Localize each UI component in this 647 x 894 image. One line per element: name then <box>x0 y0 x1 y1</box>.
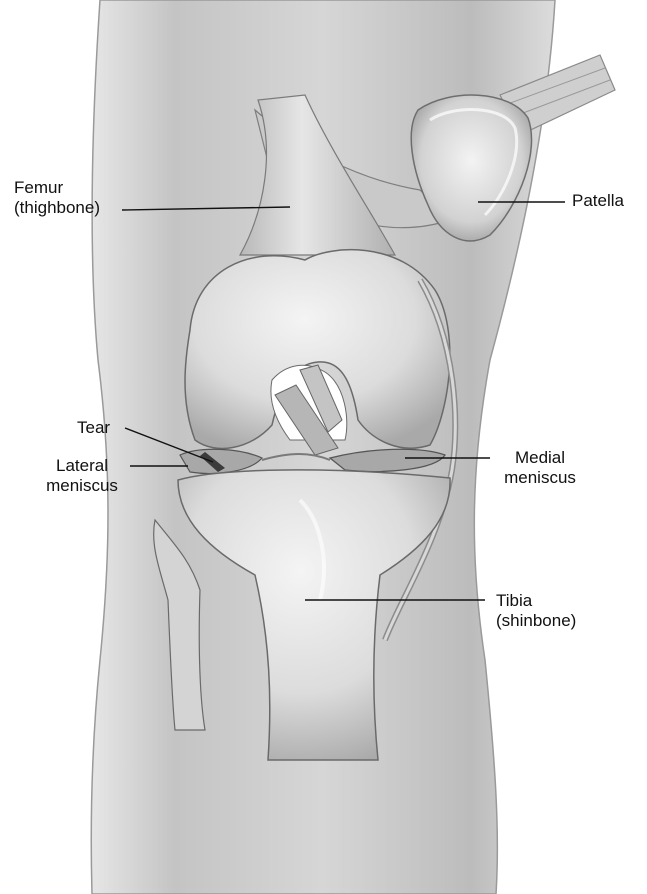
label-patella-line1: Patella <box>572 191 624 211</box>
label-lateral-meniscus: Lateral meniscus <box>42 456 122 496</box>
label-femur-line1: Femur <box>14 178 100 198</box>
label-tibia-line2: (shinbone) <box>496 611 576 631</box>
label-femur-line2: (thighbone) <box>14 198 100 218</box>
label-femur: Femur (thighbone) <box>14 178 100 218</box>
label-tear: Tear <box>77 418 110 438</box>
label-tibia-line1: Tibia <box>496 591 576 611</box>
label-medial-meniscus: Medial meniscus <box>494 448 586 488</box>
label-lateral-meniscus-line1: Lateral <box>42 456 122 476</box>
label-medial-meniscus-line2: meniscus <box>494 468 586 488</box>
label-tear-line1: Tear <box>77 418 110 438</box>
label-patella: Patella <box>572 191 624 211</box>
label-tibia: Tibia (shinbone) <box>496 591 576 631</box>
label-lateral-meniscus-line2: meniscus <box>42 476 122 496</box>
label-medial-meniscus-line1: Medial <box>494 448 586 468</box>
